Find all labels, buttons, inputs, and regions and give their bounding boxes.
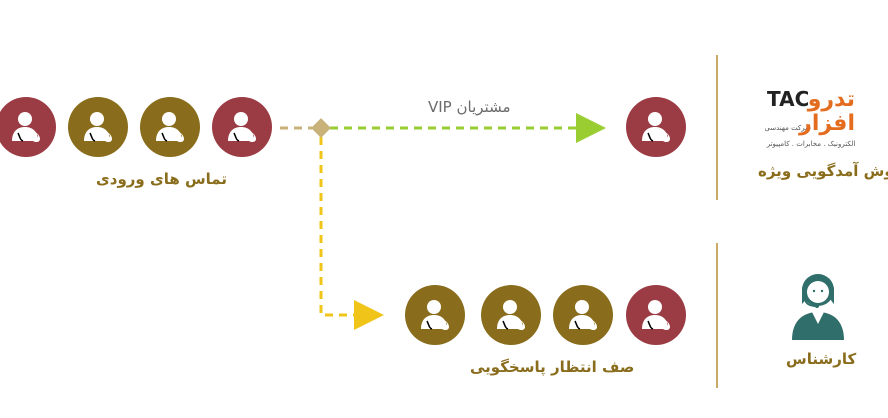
junction-diamond xyxy=(311,118,331,138)
vip-caller xyxy=(626,97,686,157)
queue-caller xyxy=(553,285,613,345)
special-welcome-label: خوش آمدگویی ویژه xyxy=(758,162,888,180)
support-agent-icon xyxy=(496,299,526,331)
queue-arrow xyxy=(319,137,384,330)
divider-top xyxy=(716,55,718,200)
support-agent-icon xyxy=(227,111,257,143)
support-agent-icon xyxy=(155,111,185,143)
queue-caller xyxy=(481,285,541,345)
incoming-caller-vip xyxy=(212,97,272,157)
support-agent-icon xyxy=(83,111,113,143)
support-agent-icon xyxy=(568,299,598,331)
vip-customers-label: مشتریان VIP xyxy=(428,98,511,116)
svg-text:تدرو: تدرو xyxy=(807,87,855,112)
support-agent-icon xyxy=(11,111,41,143)
divider-bottom xyxy=(716,243,718,388)
expert-label: کارشناس xyxy=(786,350,857,368)
svg-text:TAC: TAC xyxy=(767,87,809,111)
support-agent-icon xyxy=(641,299,671,331)
support-agent-icon xyxy=(641,111,671,143)
headset-agent-icon xyxy=(792,274,844,340)
queue-caller xyxy=(405,285,465,345)
support-agent-icon xyxy=(420,299,450,331)
incoming-caller xyxy=(140,97,200,157)
svg-text:شرکت مهندسی: شرکت مهندسی xyxy=(765,124,811,132)
queue-caller-vip xyxy=(626,285,686,345)
queue-label: صف انتظار پاسخگویی xyxy=(470,358,635,376)
incoming-caller xyxy=(68,97,128,157)
incoming-caller-vip xyxy=(0,97,56,157)
tadro-afzar-logo: TAC تدرو شرکت مهندسی افزار الکترونیک . م… xyxy=(765,87,856,148)
svg-text:الکترونیک . مخابرات . کامپیوتر: الکترونیک . مخابرات . کامپیوتر xyxy=(766,140,856,148)
incoming-calls-label: تماس های ورودی xyxy=(96,170,227,188)
svg-text:افزار: افزار xyxy=(798,111,855,136)
